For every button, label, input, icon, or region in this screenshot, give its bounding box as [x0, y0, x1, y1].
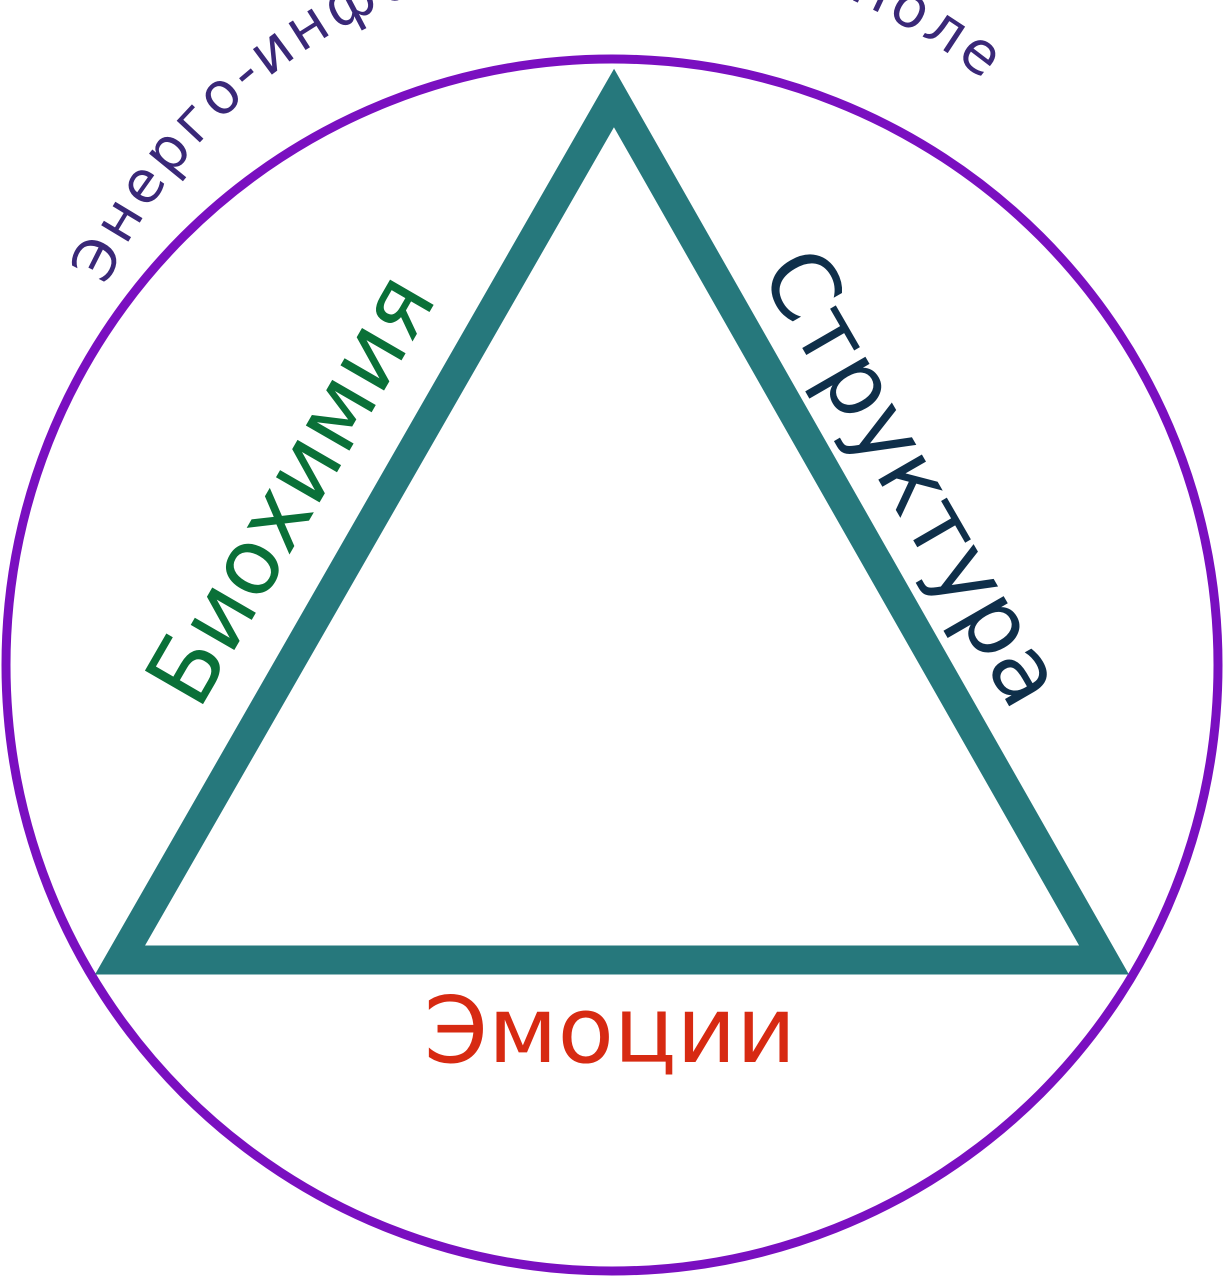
energy-field-circle	[1, 54, 1223, 1276]
emotions-label: Эмоции	[424, 977, 796, 1084]
triangle-outline	[94, 68, 1129, 975]
